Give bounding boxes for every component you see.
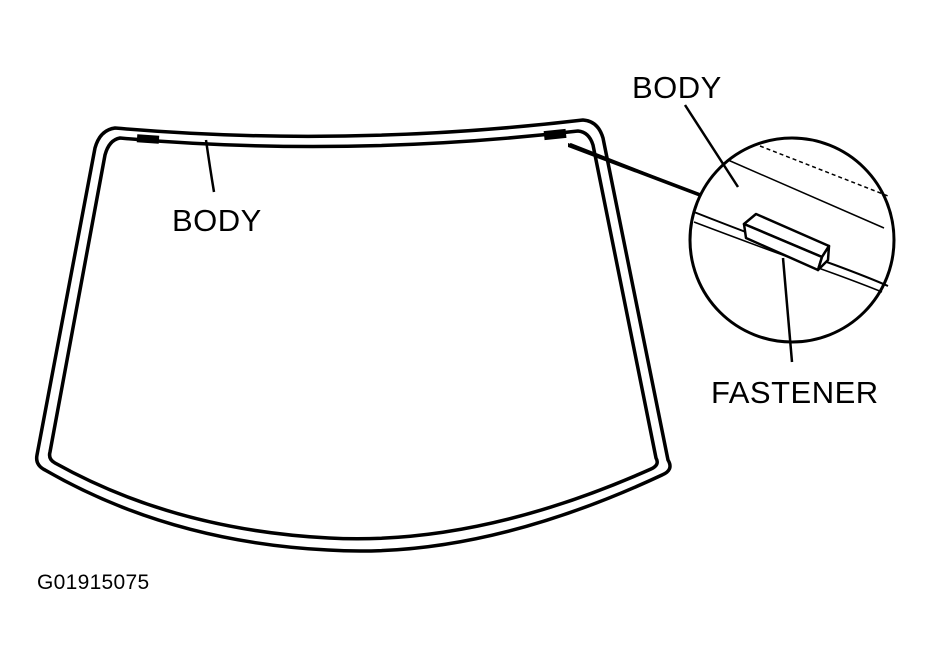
label-fastener: FASTENER [711,375,879,410]
fastener-right [543,128,567,141]
label-body-left: BODY [172,203,262,238]
windshield-outer-outline [34,118,672,553]
leader-line-body-left [204,139,216,193]
detail-contents [693,145,889,293]
detail-connector-line [569,142,703,198]
leader-line-body-right [683,104,740,188]
leader-line-fastener [781,257,794,363]
label-body-right: BODY [632,70,722,105]
figure-id: G01915075 [37,571,150,594]
fastener-left [136,134,160,144]
windshield-inner-outline [47,129,659,541]
